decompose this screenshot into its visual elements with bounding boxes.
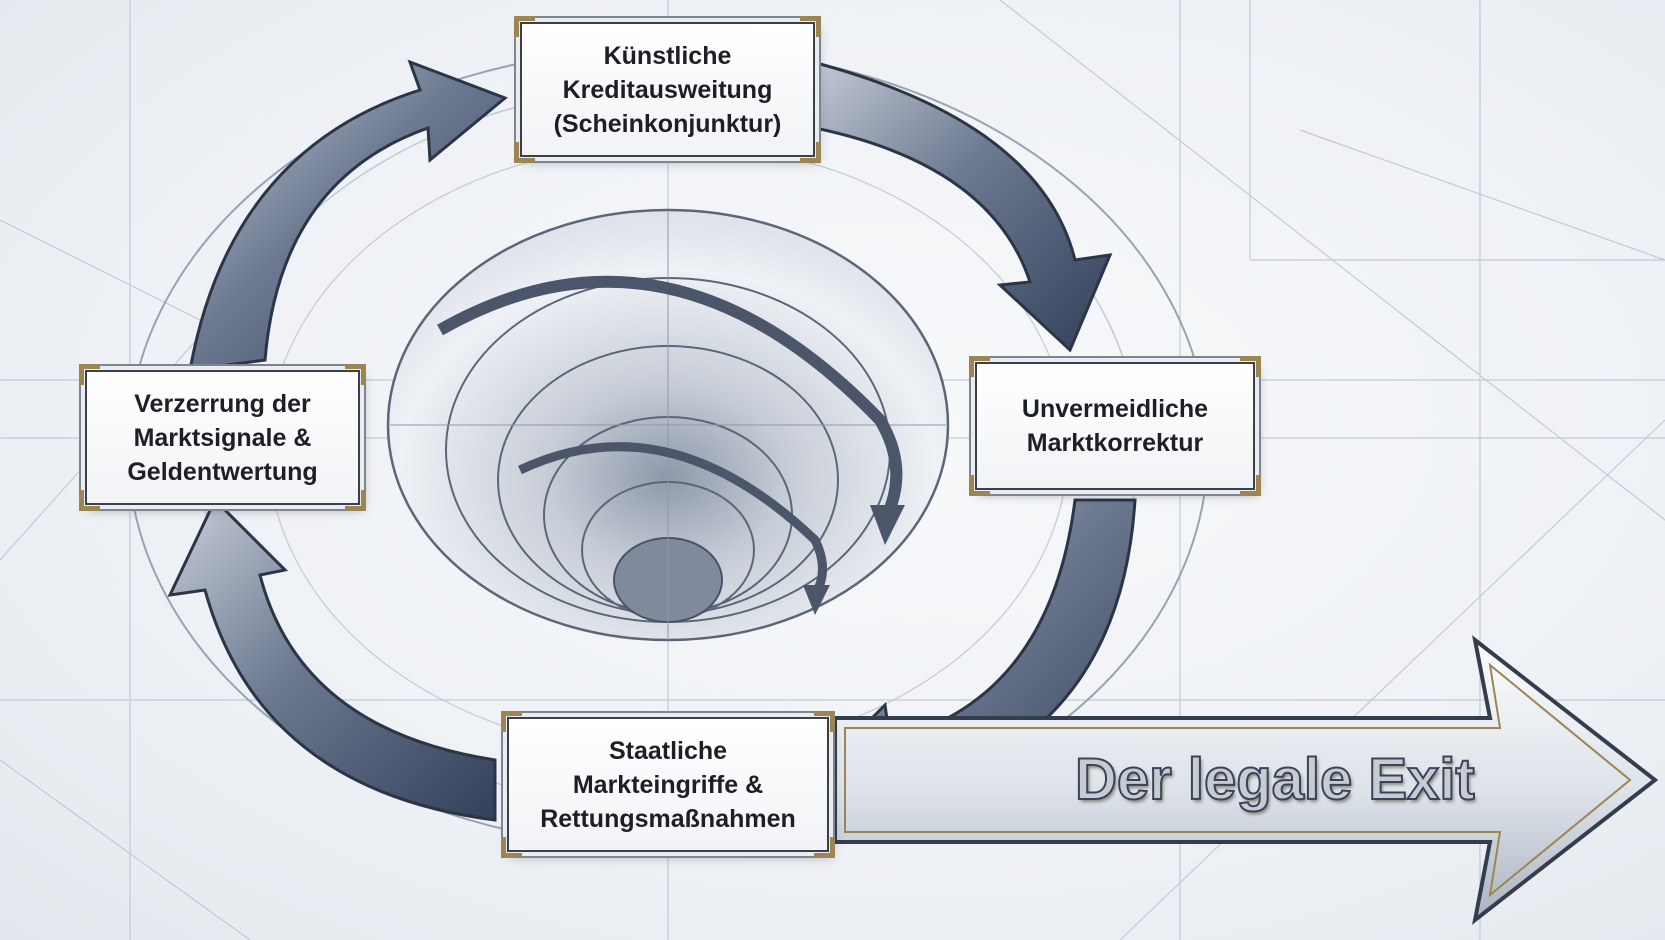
- arrow-left-to-top: [188, 59, 508, 372]
- corner-ornament: [345, 490, 366, 511]
- corner-ornament: [814, 837, 835, 858]
- corner-ornament: [514, 142, 535, 163]
- exit-arrow: [833, 635, 1659, 925]
- corner-ornament: [501, 711, 522, 732]
- arrow-top-to-right: [798, 58, 1113, 353]
- corner-ornament: [1240, 356, 1261, 377]
- stage-box-signal-distortion: Verzerrung der Marktsignale & Geldentwer…: [79, 364, 366, 511]
- corner-ornament: [514, 16, 535, 37]
- corner-ornament: [79, 364, 100, 385]
- corner-ornament: [969, 475, 990, 496]
- stage-label: Staatliche Markteingriffe & Rettungsmaßn…: [540, 736, 796, 833]
- exit-label: Der legale Exit: [1074, 746, 1476, 813]
- corner-ornament: [969, 356, 990, 377]
- stage-label: Unvermeidliche Marktkorrektur: [1021, 395, 1209, 457]
- corner-ornament: [345, 364, 366, 385]
- corner-ornament: [814, 711, 835, 732]
- corner-ornament: [800, 16, 821, 37]
- stage-label: Künstliche Kreditausweitung (Scheinkonju…: [553, 41, 782, 138]
- stage-box-credit-expansion: Künstliche Kreditausweitung (Scheinkonju…: [514, 16, 821, 163]
- corner-ornament: [79, 490, 100, 511]
- arrow-bottom-to-left: [167, 497, 497, 822]
- vortex-funnel: [386, 208, 950, 642]
- stage-box-market-correction: Unvermeidliche Marktkorrektur: [969, 356, 1261, 496]
- stage-box-state-interventions: Staatliche Markteingriffe & Rettungsmaßn…: [501, 711, 835, 858]
- corner-ornament: [800, 142, 821, 163]
- stage-label: Verzerrung der Marktsignale & Geldentwer…: [127, 389, 318, 486]
- corner-ornament: [1240, 475, 1261, 496]
- corner-ornament: [501, 837, 522, 858]
